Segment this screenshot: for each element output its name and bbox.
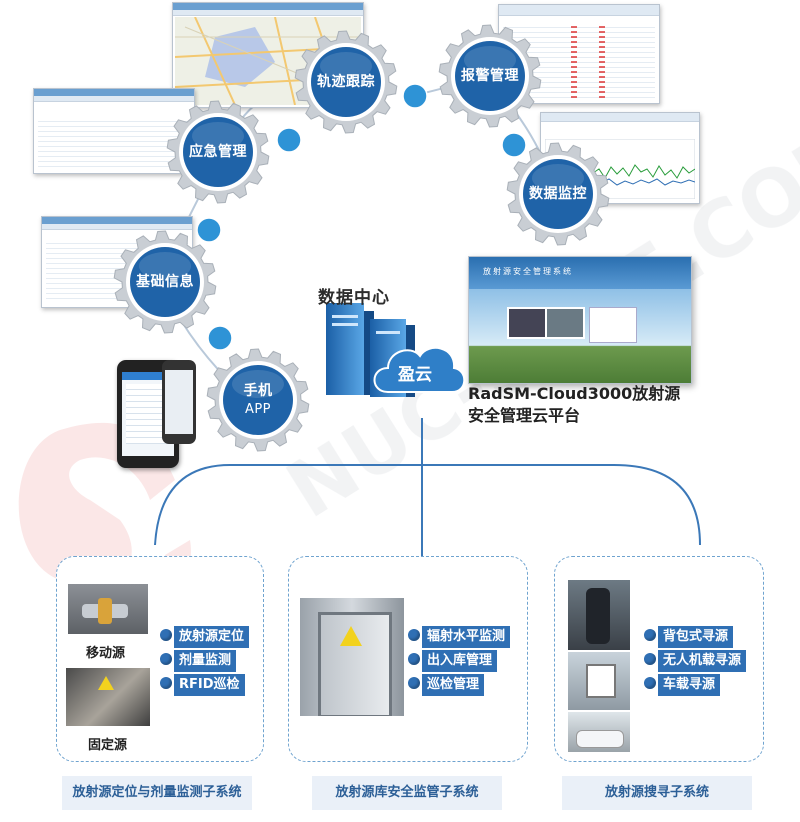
bullet-icon bbox=[408, 653, 420, 665]
platform-login-box bbox=[589, 307, 637, 343]
bullet-icon bbox=[644, 629, 656, 641]
gear-shine bbox=[320, 52, 372, 80]
connector-dot bbox=[402, 83, 428, 109]
tag-backpack-search: 背包式寻源 bbox=[658, 626, 734, 648]
gear-shine bbox=[139, 252, 191, 280]
gear-basic-info: 基础信息 bbox=[113, 230, 217, 334]
gear-icon bbox=[506, 142, 610, 246]
bullet-icon bbox=[408, 677, 420, 689]
mobile-source-photo bbox=[68, 584, 148, 634]
vault-door-photo bbox=[300, 598, 404, 716]
bullet-icon bbox=[644, 653, 656, 665]
drone-photo bbox=[568, 652, 630, 710]
vehicle-photo bbox=[568, 712, 630, 752]
tag-vehicle-search: 车载寻源 bbox=[658, 674, 721, 696]
bullet-icon bbox=[160, 677, 172, 689]
gear-icon bbox=[438, 24, 542, 128]
gear-label: 应急管理 bbox=[189, 144, 247, 160]
connector-dot bbox=[501, 132, 527, 158]
bullet-icon bbox=[408, 629, 420, 641]
platform-name-line2: 安全管理云平台 bbox=[468, 406, 581, 425]
alarm-table-screenshot bbox=[498, 4, 660, 104]
caption-warehouse: 放射源库安全监管子系统 bbox=[312, 776, 502, 810]
gear-icon bbox=[166, 100, 270, 204]
mobile-source-label: 移动源 bbox=[86, 646, 126, 661]
tag-source-positioning: 放射源定位 bbox=[174, 626, 250, 648]
tag-radiation-level: 辐射水平监测 bbox=[422, 626, 511, 648]
platform-name-line1: RadSM-Cloud3000放射源 bbox=[468, 384, 681, 403]
gear-core bbox=[455, 41, 525, 111]
gear-icon bbox=[206, 348, 310, 452]
tag-inspection-management: 巡检管理 bbox=[422, 674, 485, 696]
tag-rfid-inspection: RFID巡检 bbox=[174, 674, 245, 696]
connector-dot bbox=[196, 217, 222, 243]
bullet-icon bbox=[160, 653, 172, 665]
gear-core bbox=[183, 117, 253, 187]
gear-shine bbox=[464, 46, 516, 74]
platform-header: 放射源安全管理系统 bbox=[469, 257, 691, 289]
data-center-label: 数据中心 bbox=[318, 288, 390, 308]
connector-dot bbox=[276, 127, 302, 153]
platform-screenshot: 放射源安全管理系统 bbox=[468, 256, 692, 384]
bullet-icon bbox=[644, 677, 656, 689]
gear-label: 轨迹跟踪 bbox=[317, 74, 375, 90]
fixed-source-photo bbox=[66, 668, 150, 726]
gear-icon bbox=[294, 30, 398, 134]
gear-core bbox=[311, 47, 381, 117]
connector-dot bbox=[207, 325, 233, 351]
gear-label-line2: APP bbox=[244, 401, 272, 417]
gear-mobile-app: 手机 APP bbox=[206, 348, 310, 452]
gear-shine bbox=[532, 164, 584, 192]
cloud-icon bbox=[373, 347, 466, 393]
phone-device-back bbox=[162, 360, 196, 444]
backpack-photo bbox=[568, 580, 630, 650]
caption-positioning: 放射源定位与剂量监测子系统 bbox=[62, 776, 252, 810]
caption-search: 放射源搜寻子系统 bbox=[562, 776, 752, 810]
fixed-source-label: 固定源 bbox=[88, 738, 128, 753]
platform-photo-2 bbox=[545, 307, 585, 339]
emergency-screenshot bbox=[33, 88, 195, 174]
cloud-label: 盈云 bbox=[398, 365, 432, 385]
gear-label-line1: 手机 bbox=[243, 382, 273, 399]
tag-inout-management: 出入库管理 bbox=[422, 650, 498, 672]
platform-photo-1 bbox=[507, 307, 547, 339]
gear-monitoring: 数据监控 bbox=[506, 142, 610, 246]
tag-dose-monitoring: 剂量监测 bbox=[174, 650, 237, 672]
gear-core bbox=[130, 247, 200, 317]
platform-screen-title: 放射源安全管理系统 bbox=[483, 267, 573, 276]
gear-label: 基础信息 bbox=[136, 274, 194, 290]
gear-trajectory: 轨迹跟踪 bbox=[294, 30, 398, 134]
gear-shine bbox=[232, 370, 284, 398]
gear-core bbox=[523, 159, 593, 229]
gear-label: 手机 APP bbox=[206, 348, 310, 452]
bracket-line bbox=[154, 464, 701, 546]
tag-drone-search: 无人机载寻源 bbox=[658, 650, 747, 672]
gear-shine bbox=[192, 122, 244, 150]
gear-core bbox=[223, 365, 293, 435]
gear-alarm: 报警管理 bbox=[438, 24, 542, 128]
gear-emergency: 应急管理 bbox=[166, 100, 270, 204]
gear-label: 报警管理 bbox=[461, 68, 519, 84]
gear-icon bbox=[113, 230, 217, 334]
gear-label: 数据监控 bbox=[529, 186, 587, 202]
bullet-icon bbox=[160, 629, 172, 641]
